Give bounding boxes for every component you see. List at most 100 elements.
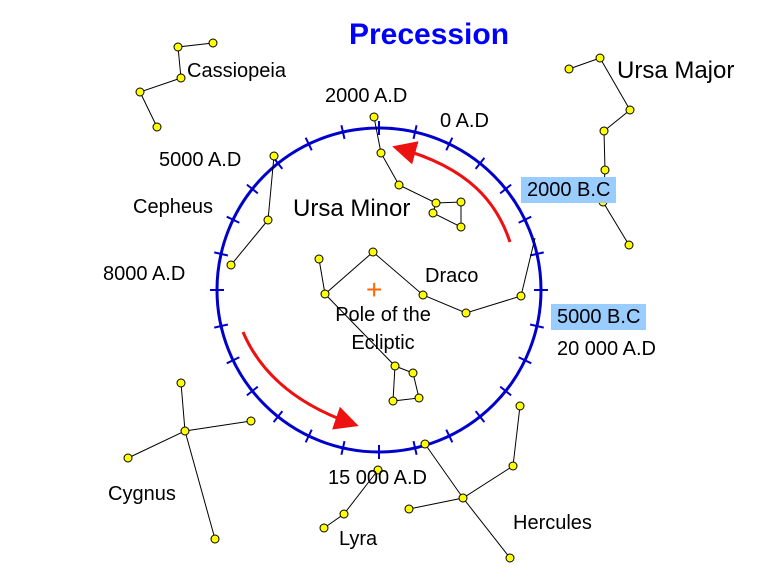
- circle-tick: [445, 429, 454, 443]
- star-dot: [505, 553, 515, 563]
- label-cepheus: Cepheus: [133, 196, 214, 218]
- star-dot: [152, 122, 162, 132]
- pole-label-line-2: Ecliptic: [351, 332, 415, 354]
- circle-tick: [304, 429, 313, 443]
- circle-tick: [226, 356, 240, 365]
- circle-tick: [529, 251, 544, 257]
- cygnus-lines-2: [184, 420, 252, 432]
- star-dot: [373, 465, 383, 475]
- star-dot: [180, 426, 190, 436]
- star-dot: [176, 378, 186, 388]
- star-dot: [394, 180, 404, 190]
- star-dot: [173, 42, 183, 52]
- star-dot: [208, 38, 218, 48]
- hercules-lines-2: [424, 443, 464, 499]
- epoch-2000-bc: 2000 B.C: [521, 177, 617, 203]
- label-cassiopeia: Cassiopeia: [187, 60, 286, 82]
- star-dot: [600, 165, 610, 175]
- label-ursa-major: Ursa Major: [617, 57, 735, 84]
- star-dot: [314, 254, 324, 264]
- epoch-8000-ad: 8000 A.D: [103, 263, 186, 285]
- star-dot: [431, 198, 441, 208]
- circle-tick: [272, 410, 284, 423]
- star-dot: [515, 401, 525, 411]
- epoch-20000-ad: 20 000 A.D: [557, 338, 656, 360]
- star-dot: [135, 87, 145, 97]
- star-dot: [456, 197, 466, 207]
- label-hercules: Hercules: [513, 512, 592, 534]
- star-dot: [269, 151, 279, 161]
- arrow-lower-left: [241, 331, 359, 430]
- star-dot: [624, 240, 634, 250]
- pole-label-line-1: Pole of the: [335, 304, 431, 326]
- circle-tick: [340, 440, 346, 455]
- circle-tick: [246, 183, 259, 195]
- star-dot: [461, 308, 471, 318]
- ursa-major-lines: [568, 57, 631, 246]
- precession-ticks: [210, 121, 548, 459]
- star-dot: [368, 247, 378, 257]
- star-dot: [226, 260, 236, 270]
- epoch-2000-ad: 2000 A.D: [325, 85, 408, 107]
- page-title: Precession: [348, 18, 510, 51]
- pole-of-ecliptic-label: Pole of the Ecliptic: [316, 301, 450, 357]
- star-dot: [414, 393, 424, 403]
- circle-tick: [412, 440, 418, 455]
- star-dot: [625, 105, 635, 115]
- star-dot: [123, 453, 133, 463]
- star-dot: [458, 493, 468, 503]
- circle-tick: [246, 385, 259, 397]
- label-lyra: Lyra: [339, 528, 378, 550]
- star-dot: [176, 73, 186, 83]
- star-dot: [599, 126, 609, 136]
- circle-tick: [445, 137, 454, 151]
- star-dot: [339, 509, 349, 519]
- star-dot: [516, 291, 526, 301]
- star-dot: [369, 112, 379, 122]
- star-dot: [428, 208, 438, 218]
- circle-tick: [304, 137, 313, 151]
- star-dot: [456, 222, 466, 232]
- star-dot: [404, 504, 414, 514]
- epoch-5000-bc: 5000 B.C: [551, 304, 647, 330]
- circle-tick: [499, 183, 512, 195]
- epoch-15000-ad: 15 000 A.D: [328, 467, 427, 489]
- star-dot: [388, 396, 398, 406]
- epoch-5000-ad: 5000 A.D: [159, 149, 242, 171]
- circle-tick: [226, 215, 240, 224]
- label-ursa-minor: Ursa Minor: [293, 195, 411, 222]
- circle-tick: [518, 356, 532, 365]
- cygnus-lines-3: [184, 430, 216, 540]
- star-dot: [418, 290, 428, 300]
- circle-tick: [214, 323, 229, 329]
- hercules-lines: [408, 405, 521, 510]
- circle-tick: [412, 125, 418, 140]
- label-cygnus: Cygnus: [108, 483, 176, 505]
- star-dot: [508, 461, 518, 471]
- circle-tick: [529, 323, 544, 329]
- cygnus-lines: [127, 382, 186, 459]
- circle-tick: [340, 125, 346, 140]
- hercules-lines-3: [462, 497, 511, 559]
- star-dot: [246, 416, 256, 426]
- star-dot: [263, 215, 273, 225]
- star-dot: [390, 361, 400, 371]
- star-dot: [210, 534, 220, 544]
- star-dot: [319, 523, 329, 533]
- pole-marker: +: [366, 274, 383, 305]
- star-dot: [595, 53, 605, 63]
- circle-tick: [518, 215, 532, 224]
- circle-tick: [474, 410, 486, 423]
- epoch-0-ad: 0 A.D: [440, 110, 489, 132]
- star-dot: [376, 148, 386, 158]
- star-dot: [564, 64, 574, 74]
- star-dot: [420, 439, 430, 449]
- circle-tick: [214, 251, 229, 257]
- label-draco: Draco: [425, 265, 479, 287]
- cassiopeia-lines: [139, 42, 214, 128]
- arrow-upper-right: [392, 141, 512, 243]
- star-dot: [320, 289, 330, 299]
- star-dot: [408, 368, 418, 378]
